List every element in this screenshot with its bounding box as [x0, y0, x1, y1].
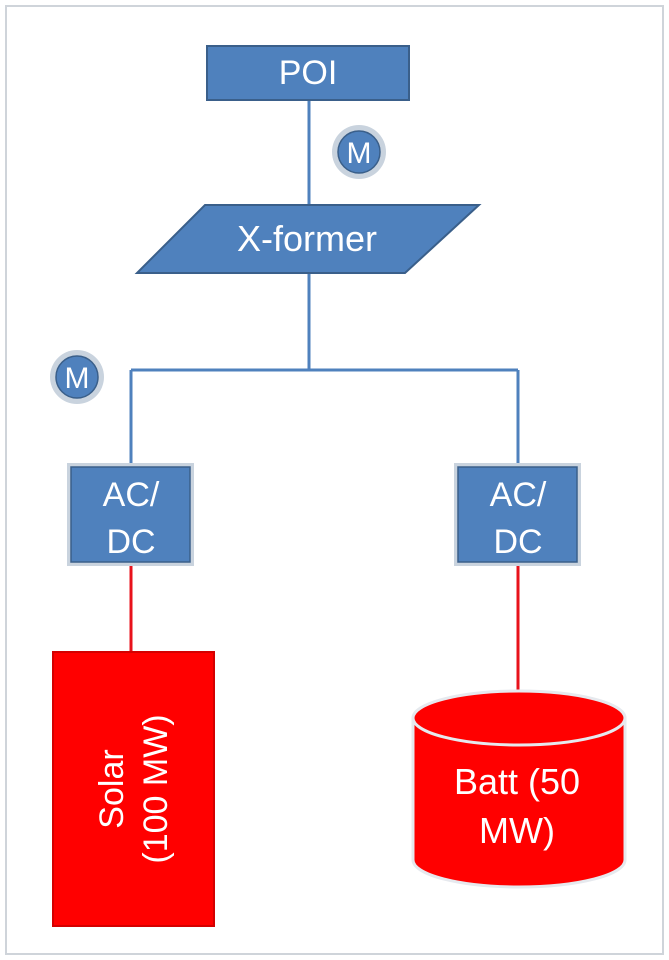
- meter-left: M: [50, 350, 104, 404]
- solar-label-line2: (100 MW): [137, 714, 175, 863]
- converter-right-line1: AC/: [490, 476, 547, 514]
- battery-label-line2: MW): [479, 810, 555, 851]
- transformer-shape: [134, 204, 482, 274]
- dc-wiring: [129, 566, 520, 690]
- converter-left-line2: DC: [106, 523, 155, 561]
- converter-left-line1: AC/: [103, 476, 160, 514]
- poi-label: POI: [279, 54, 338, 92]
- battery-top: [411, 689, 627, 747]
- solar-label-line1: Solar: [93, 749, 131, 828]
- solar-node: Solar (100 MW): [52, 651, 215, 927]
- battery-body: [411, 716, 627, 889]
- converter-right-box: [457, 466, 578, 563]
- meter-top-icon: [337, 130, 381, 174]
- solar-box: [52, 651, 215, 927]
- ac-wiring: [129, 100, 520, 466]
- battery-label-line1: Batt (50: [454, 761, 580, 802]
- meter-left-label: M: [65, 362, 90, 395]
- transformer-label: X-former: [237, 218, 377, 259]
- meter-left-icon: [55, 355, 99, 399]
- meter-top-label: M: [347, 137, 372, 170]
- converter-right-line2: DC: [493, 523, 542, 561]
- poi-box: [206, 45, 410, 101]
- converter-right: AC/ DC: [454, 463, 581, 566]
- converter-left-box: [70, 466, 191, 563]
- poi-node: POI: [206, 45, 410, 101]
- converter-left: AC/ DC: [67, 463, 194, 566]
- transformer-node: X-former: [134, 204, 482, 274]
- meter-top: M: [332, 125, 386, 179]
- battery-node: Batt (50 MW): [411, 689, 627, 889]
